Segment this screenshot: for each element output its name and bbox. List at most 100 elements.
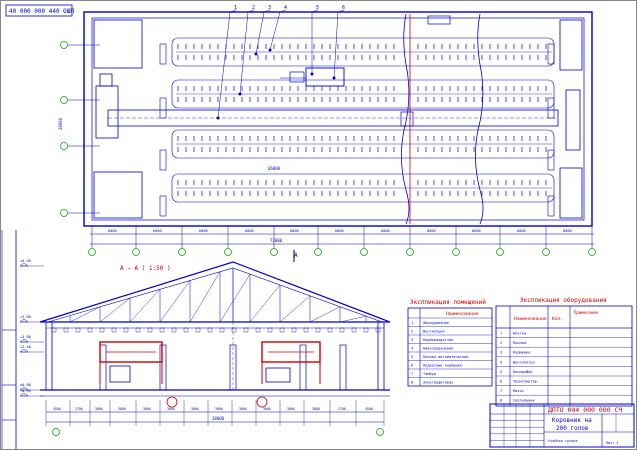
spec-right-row: Калорифер bbox=[513, 370, 532, 374]
room-sw bbox=[93, 171, 143, 219]
callout-number: 4 bbox=[284, 5, 287, 11]
axis-bubble bbox=[452, 248, 460, 256]
title-org: Учебная группа bbox=[548, 438, 578, 443]
bottom-dim: 6000 bbox=[108, 229, 117, 233]
section-title: А — А ( 1:50 ) bbox=[120, 265, 171, 272]
axis-bubble bbox=[270, 248, 278, 256]
spec-left-row-no: 4 bbox=[411, 347, 413, 351]
spec-left-row: Электрощитовая bbox=[423, 381, 453, 385]
level-mark: +2.40 bbox=[20, 345, 31, 349]
duct-left bbox=[99, 341, 163, 363]
spec-right-row-no: 6 bbox=[500, 380, 502, 384]
stall-row bbox=[171, 129, 555, 159]
spec-left-row-no: 6 bbox=[411, 364, 413, 368]
spec-right-row: Поилка bbox=[513, 341, 526, 345]
spec-left-title: Экспликация помещений bbox=[410, 299, 486, 306]
bottom-dim: 6000 bbox=[563, 229, 572, 233]
section-dim: 2700 bbox=[75, 407, 83, 411]
spec-right-row-no: 1 bbox=[500, 332, 502, 336]
axis-bubble bbox=[588, 248, 596, 256]
spec-right-row-no: 7 bbox=[500, 389, 502, 393]
section-dim: 3000 bbox=[118, 407, 126, 411]
spec-left-row-no: 5 bbox=[411, 355, 413, 359]
section-dim: 3000 bbox=[239, 407, 247, 411]
section-dim: 3000 bbox=[95, 407, 103, 411]
title-name-1: Коровник на bbox=[552, 417, 592, 424]
spec-right-row: Вентилятор bbox=[513, 360, 535, 364]
callout-leader bbox=[217, 11, 231, 119]
plan-inner-wall bbox=[91, 17, 585, 221]
spec-left-row: Поилки автоматические bbox=[423, 355, 468, 359]
doc-code-stamp bbox=[5, 4, 73, 17]
stall-row bbox=[171, 173, 555, 203]
spec-left-row: Тамбур bbox=[423, 371, 436, 376]
axis-bubble bbox=[224, 248, 232, 256]
bottom-dim: 6000 bbox=[427, 229, 436, 233]
section-total-dim: 18000 bbox=[212, 416, 225, 421]
level-mark: +3.00 bbox=[20, 335, 31, 339]
spec-left-row: Навозоудаление bbox=[423, 347, 453, 351]
bottom-dim: 6000 bbox=[472, 229, 481, 233]
section-dim: 4500 bbox=[365, 407, 373, 411]
spec-right-header-qty: Кол. bbox=[552, 316, 563, 322]
spec-left-row: Кормораздатчик bbox=[423, 338, 454, 342]
bottom-dim: 6000 bbox=[153, 229, 162, 233]
section-dim: 3000 bbox=[191, 407, 199, 411]
section-dim: 3000 bbox=[287, 407, 295, 411]
bottom-dim: 6000 bbox=[290, 229, 299, 233]
spec-left-row-no: 1 bbox=[411, 321, 413, 325]
plan-total-dim: 72000 bbox=[270, 238, 283, 243]
title-sheet: Лист 1 bbox=[606, 441, 619, 445]
callout-number: 5 bbox=[316, 5, 319, 11]
level-mark: ±0.00 bbox=[20, 383, 31, 387]
doc-code-text: 40 000 000 440 ОШП bbox=[9, 8, 74, 15]
bottom-dim: 6000 bbox=[199, 229, 208, 233]
spec-left-row-no: 3 bbox=[411, 338, 413, 342]
title-code: ДПТО 044 000 000 СЧ bbox=[548, 406, 622, 414]
section-dim: 3000 bbox=[312, 407, 320, 411]
section-dim: 4500 bbox=[53, 407, 61, 411]
callout-number: 2 bbox=[252, 5, 255, 11]
title-block: ДПТО 044 000 000 СЧ Коровник на 200 голо… bbox=[489, 403, 635, 448]
spec-right-title: Экспликация оборудования bbox=[520, 297, 607, 304]
spec-right-header-name: Наименование bbox=[514, 316, 547, 322]
section-dim: 3000 bbox=[263, 407, 271, 411]
section-dim: 3000 bbox=[143, 407, 151, 411]
spec-right-row-no: 5 bbox=[500, 370, 502, 374]
callout-number: 6 bbox=[342, 5, 345, 11]
spec-right-row: Транспортёр bbox=[513, 380, 537, 384]
spec-right-row-no: 4 bbox=[500, 360, 502, 364]
spec-left-row: Подвесные кормушки bbox=[423, 364, 462, 368]
callout-leader bbox=[239, 11, 249, 95]
room-ne bbox=[559, 19, 583, 71]
room-se bbox=[559, 167, 583, 219]
callout-number: 1 bbox=[234, 5, 237, 11]
axis-bubble bbox=[360, 248, 368, 256]
level-mark: +6.50 bbox=[20, 259, 31, 263]
callout-leader bbox=[333, 11, 339, 79]
bottom-dim: 6000 bbox=[335, 229, 344, 233]
spec-left-row-no: 7 bbox=[411, 372, 413, 376]
section-dim: 3000 bbox=[215, 407, 223, 411]
spec-table-right: Экспликация оборудования Наименование Ко… bbox=[495, 297, 633, 407]
spec-left-header: Наименование bbox=[446, 311, 479, 317]
axis-bubble bbox=[542, 248, 550, 256]
spec-right-row: Кормушка bbox=[513, 351, 530, 355]
feed-mixer-unit bbox=[305, 67, 345, 87]
level-mark: +3.60 bbox=[20, 315, 31, 319]
room-nw bbox=[93, 19, 143, 69]
stall-row bbox=[171, 79, 555, 109]
spec-right-row: Светильник bbox=[513, 399, 535, 403]
bottom-dim: 6000 bbox=[381, 229, 390, 233]
spec-left-row-no: 2 bbox=[411, 330, 413, 334]
spec-left-row: Вентиляция bbox=[423, 330, 445, 334]
axis-bubble bbox=[88, 248, 96, 256]
title-name-2: 200 голов bbox=[556, 425, 589, 432]
axis-bubble bbox=[314, 248, 322, 256]
spec-right-row: Насос bbox=[513, 389, 524, 393]
spec-right-row: Клетка bbox=[513, 332, 526, 336]
